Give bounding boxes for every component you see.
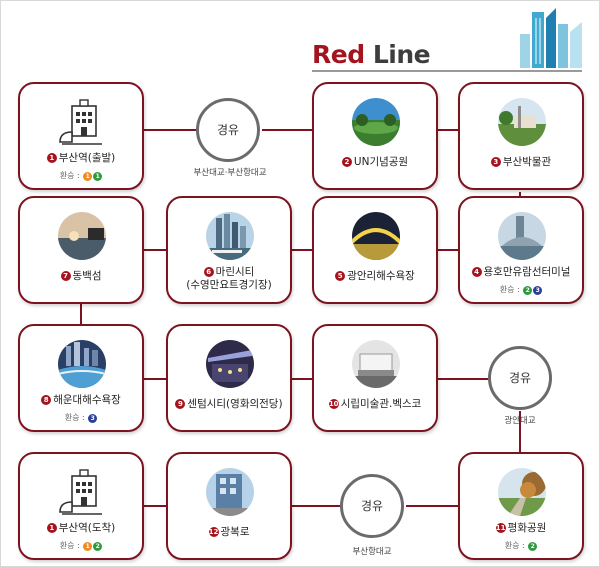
connector [434, 129, 458, 131]
title-line: Line [372, 40, 431, 69]
connector [290, 505, 340, 507]
connector [434, 249, 458, 251]
page-title: Red Line [312, 40, 431, 69]
via-caption: 광안대교 [504, 416, 536, 426]
connector [262, 129, 312, 131]
via-caption: 부산대교·부산항대교 [193, 168, 267, 178]
dongbaekseom-photo [58, 212, 106, 260]
marine-city-photo [206, 212, 254, 260]
centum-city-photo [206, 340, 254, 388]
via-node: 경유 [488, 346, 552, 410]
gwangalli-photo [352, 212, 400, 260]
connector [519, 192, 521, 198]
yongho-terminal-photo [498, 212, 546, 260]
connector [290, 249, 314, 251]
connector [519, 411, 521, 453]
gwangbok-photo [206, 468, 254, 516]
title-underline [312, 70, 582, 72]
connector [144, 505, 166, 507]
skyline-icon [520, 8, 582, 68]
connector [80, 303, 82, 325]
peace-park-photo [498, 468, 546, 516]
bexco-photo [352, 340, 400, 388]
train-station-icon [59, 99, 102, 145]
connector [144, 129, 196, 131]
transfer-info: 환승 : 2 [460, 540, 582, 551]
via-node: 경유 [196, 98, 260, 162]
connector [434, 378, 488, 380]
train-station-icon [59, 469, 102, 515]
haeundae-photo [58, 340, 106, 388]
transfer-info: 환승 : 3 [20, 412, 142, 423]
via-caption: 부산항대교 [352, 547, 392, 557]
via-node: 경유 [340, 474, 404, 538]
connector [290, 378, 314, 380]
connector [406, 505, 458, 507]
museum-photo [498, 98, 546, 146]
connector [144, 378, 166, 380]
connector [144, 249, 166, 251]
un-park-photo [352, 98, 400, 146]
title-red: Red [312, 40, 365, 69]
